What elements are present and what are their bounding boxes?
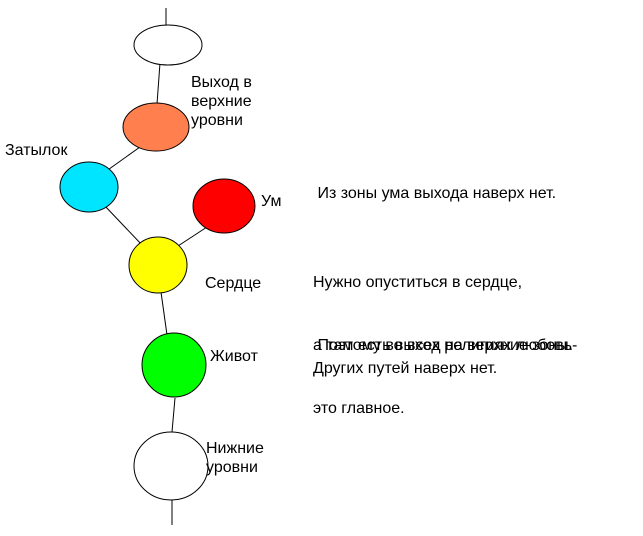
label-exit-upper: Выход в верхние уровни (191, 73, 252, 130)
label-belly: Живот (210, 348, 258, 365)
label-exit-upper-line3: уровни (191, 112, 243, 129)
node-exit-upper (122, 102, 190, 152)
text-paragraph-2-line2: а там есть выход на верхние зоны. (313, 337, 574, 354)
label-heart: Сердце (205, 275, 262, 292)
node-lower (133, 431, 209, 501)
text-paragraph-3-line2: это главное. (313, 400, 405, 417)
line-heart-to-belly (160, 291, 168, 336)
line-nape-to-heart (103, 204, 144, 247)
node-heart (128, 236, 188, 294)
line-mind-to-heart (177, 226, 208, 247)
node-top (133, 24, 203, 66)
node-belly (141, 332, 207, 398)
node-nape (59, 161, 119, 213)
text-paragraph-2: Нужно опуститься в сердце, а там есть вы… (313, 230, 573, 377)
label-lower-line2: уровни (206, 459, 258, 476)
text-paragraph-2-line1: Нужно опуститься в сердце, (313, 274, 523, 291)
label-mind: Ум (261, 193, 282, 210)
label-nape: Затылок (5, 142, 68, 159)
text-paragraph-3-line1: Поэтому во всех религиях любовь- (313, 337, 578, 354)
label-exit-upper-line1: Выход в (191, 74, 252, 91)
line-top-to-exit (156, 62, 161, 105)
line-belly-to-lower (171, 397, 176, 433)
node-mind (192, 178, 256, 234)
text-paragraph-4: Других путей наверх нет. (313, 360, 498, 377)
label-lower: Нижние уровни (206, 439, 264, 477)
line-exit-to-nape (104, 146, 141, 173)
text-paragraph-1: Из зоны ума выхода наверх нет. (313, 185, 557, 202)
text-paragraph-3: Поэтому во всех религиях любовь- это гла… (313, 293, 577, 440)
label-exit-upper-line2: верхние (191, 93, 252, 110)
label-lower-line1: Нижние (206, 440, 264, 457)
